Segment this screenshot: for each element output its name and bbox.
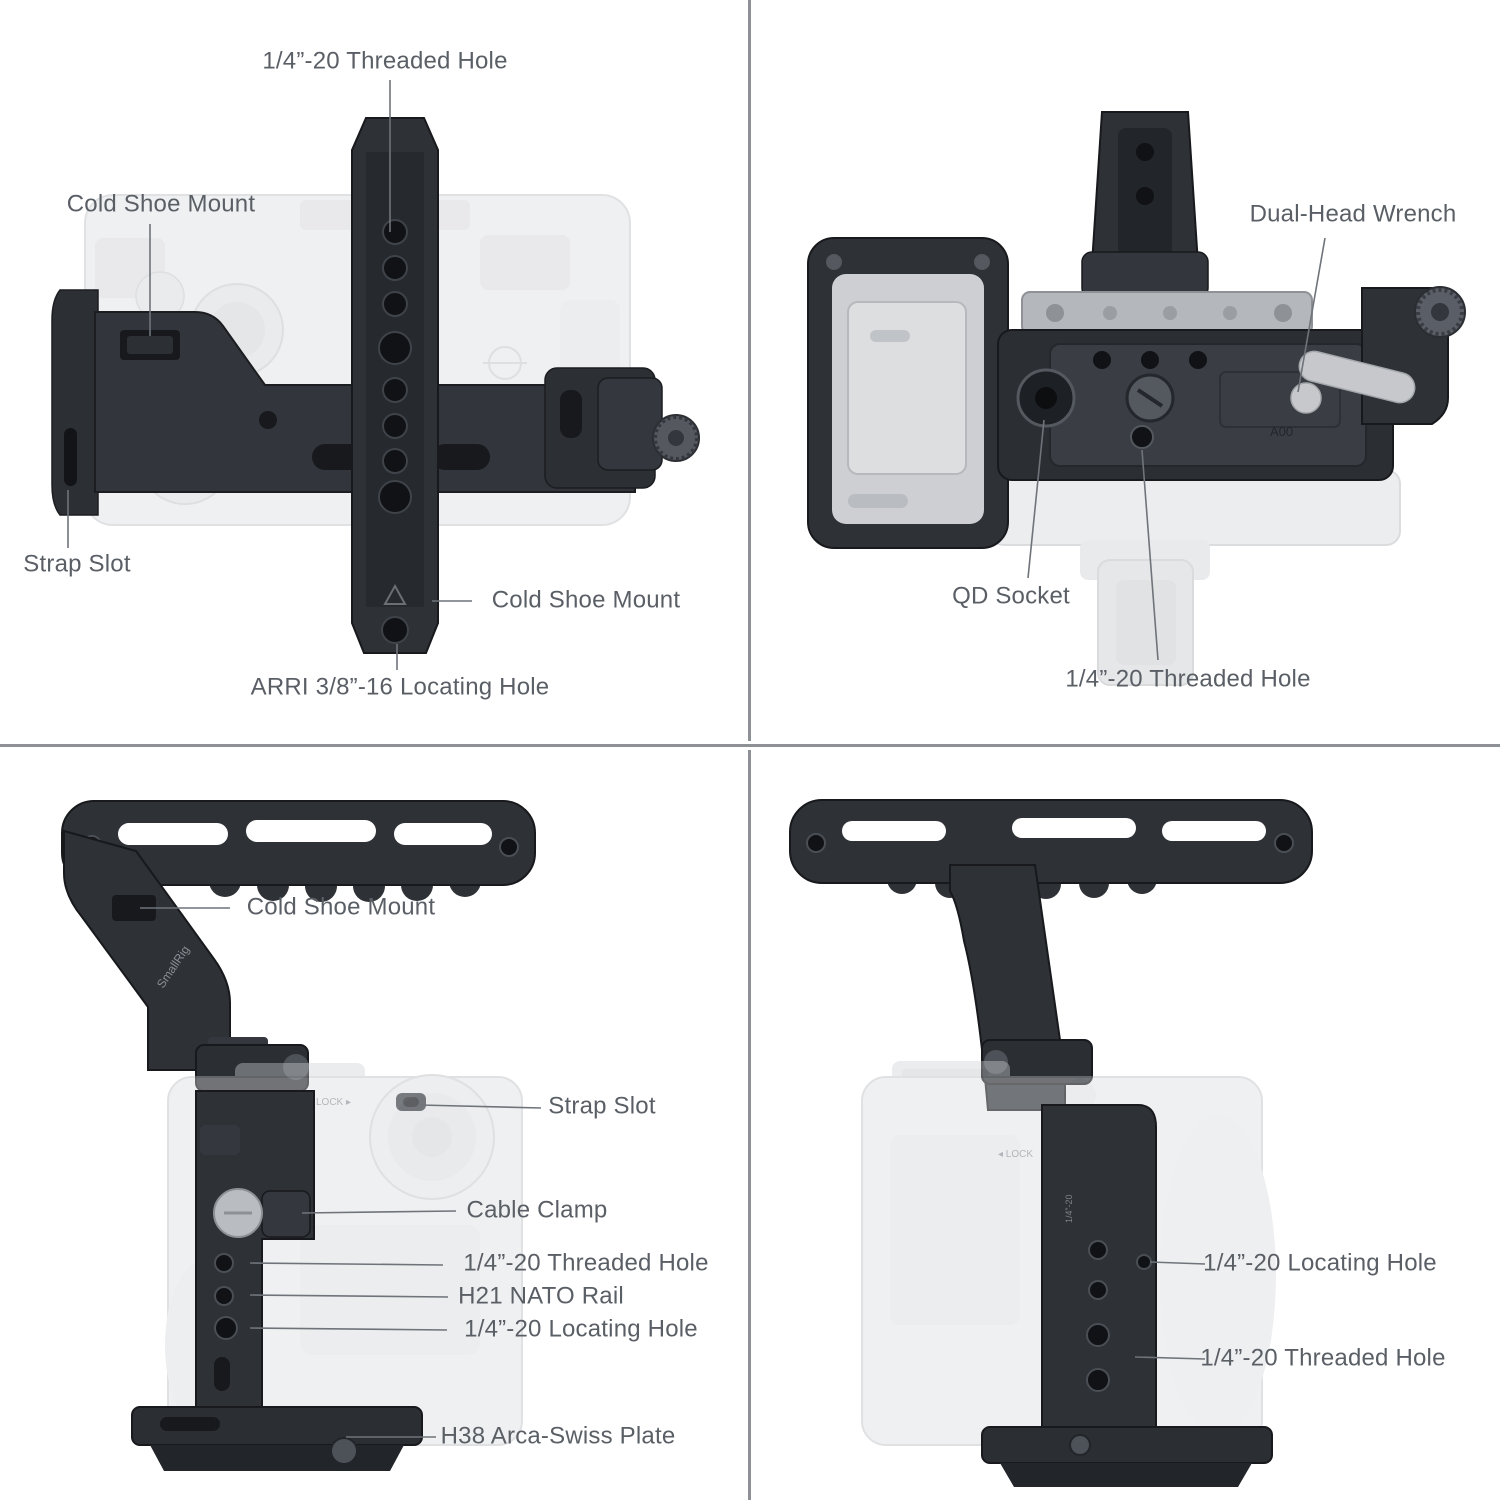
arrow-mark <box>383 583 407 605</box>
nato-clamp: LOCK ▸ <box>195 1037 426 1111</box>
bottom-view-illustration: A00 <box>807 111 1466 686</box>
leader-lines <box>1027 237 1326 661</box>
label-cold-shoe-mount: Cold Shoe Mount <box>66 190 256 218</box>
arca-baseplate <box>131 1406 423 1471</box>
label-locating-hole: 1/4”-20 Locating Hole <box>1203 1249 1437 1277</box>
cage-front-rail <box>195 1090 315 1446</box>
qd-socket <box>1016 368 1076 428</box>
handle-threaded-hole <box>382 219 408 245</box>
label-cold-shoe-mount: Cold Shoe Mount <box>491 586 681 614</box>
label-arca-swiss-plate: H38 Arca-Swiss Plate <box>440 1422 676 1450</box>
handle-slot <box>1012 818 1136 838</box>
quadrant-front-view: SmallRig LOCK ▸ <box>0 745 750 1500</box>
arri-locating-hole <box>381 616 409 644</box>
lock-engraving: LOCK ▸ <box>316 1097 351 1108</box>
handle-slot <box>118 823 228 845</box>
back-view-illustration: ◂ LOCK 1/4”-20 <box>789 799 1313 1487</box>
quarter20-engraving: 1/4”-20 <box>1064 1194 1074 1223</box>
camera-bottom-faded <box>989 469 1401 686</box>
base-threaded-hole <box>1130 425 1154 449</box>
quadrant-top-view: 1/4”-20 Threaded Hole Cold Shoe Mount St… <box>0 0 750 745</box>
wrench-holder <box>1290 286 1466 425</box>
left-bracket <box>51 289 99 516</box>
baseplate <box>981 1426 1273 1487</box>
divider-vertical-top <box>748 0 751 741</box>
label-strap-slot: Strap Slot <box>23 550 131 578</box>
label-strap-slot: Strap Slot <box>548 1092 656 1120</box>
rail-threaded-hole <box>214 1253 234 1273</box>
top-handle: SmallRig <box>61 800 536 1071</box>
screen-faded <box>890 1135 1020 1325</box>
cage-side-rail: 1/4”-20 <box>1041 1104 1157 1446</box>
dual-head-wrench <box>1298 350 1416 404</box>
label-cable-clamp: Cable Clamp <box>466 1196 608 1224</box>
left-cage-section <box>807 237 1009 549</box>
plate-slot <box>432 444 490 470</box>
nato-clamp: ◂ LOCK <box>981 1039 1093 1160</box>
top-handle <box>789 799 1313 1111</box>
rail-threaded-hole <box>1086 1323 1110 1347</box>
label-threaded-hole: 1/4”-20 Threaded Hole <box>1200 1344 1446 1372</box>
label-nato-rail: H21 NATO Rail <box>458 1282 624 1310</box>
a00-engraving: A00 <box>1270 424 1293 439</box>
leader-lines <box>67 80 472 670</box>
top-rail-plate <box>1021 291 1313 335</box>
label-dual-head-wrench: Dual-Head Wrench <box>1249 200 1457 228</box>
front-view-illustration: SmallRig LOCK ▸ <box>61 800 542 1471</box>
cold-shoe-mount-slot <box>112 895 156 921</box>
leader-lines <box>140 907 542 1438</box>
handle-slot <box>246 820 376 842</box>
right-clamp-assembly <box>544 367 700 489</box>
label-threaded-hole: 1/4”-20 Threaded Hole <box>1065 665 1311 693</box>
eyepiece-faded <box>902 1069 988 1091</box>
top-handle-overhead <box>351 117 439 654</box>
divider-vertical-bottom <box>748 750 751 1500</box>
handle-underside <box>1081 111 1209 299</box>
handle-slot <box>394 823 492 845</box>
focal-plane-mark <box>488 346 522 380</box>
label-arri-locating-hole: ARRI 3/8”-16 Locating Hole <box>250 673 550 701</box>
top-view-illustration <box>51 80 700 670</box>
label-locating-hole: 1/4”-20 Locating Hole <box>464 1315 698 1343</box>
handle-slot <box>1162 821 1266 841</box>
label-cold-shoe-mount: Cold Shoe Mount <box>246 893 436 921</box>
quadrant-bottom-view: A00 Dual-Head Wrench <box>750 0 1500 745</box>
lock-engraving: ◂ LOCK <box>998 1149 1033 1160</box>
rail-locating-hole <box>214 1316 238 1340</box>
strap-slot-cutout <box>64 428 77 486</box>
label-threaded-hole: 1/4”-20 Threaded Hole <box>463 1249 709 1277</box>
rail-locating-hole <box>1088 1240 1108 1260</box>
handle-slot <box>842 821 946 841</box>
divider-horizontal <box>0 744 1500 747</box>
label-threaded-hole: 1/4”-20 Threaded Hole <box>262 47 508 75</box>
leader-lines <box>1134 1261 1206 1360</box>
cable-clamp-block <box>261 1190 311 1238</box>
label-qd-socket: QD Socket <box>952 582 1070 610</box>
quadrant-back-view: ◂ LOCK 1/4”-20 <box>750 745 1500 1500</box>
